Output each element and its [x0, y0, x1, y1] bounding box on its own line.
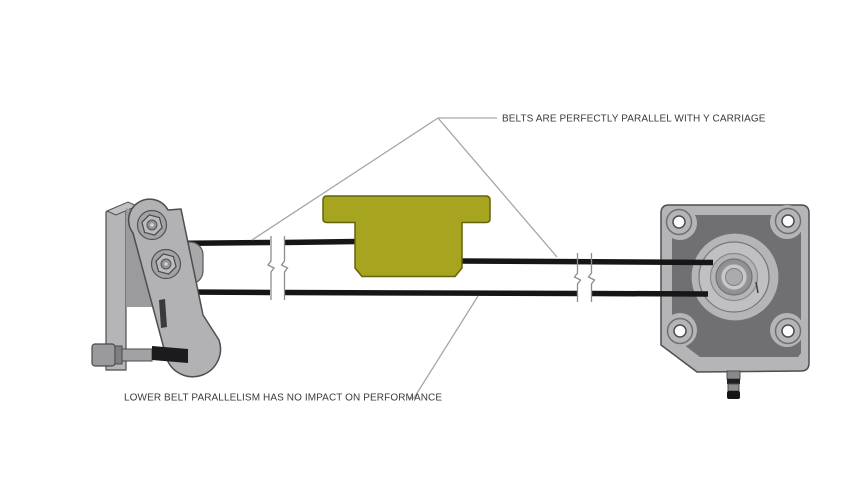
corner-screw-hole-bottom-left: [666, 317, 694, 345]
top-belt-right-segment: [458, 258, 714, 266]
annotation-top: BELTS ARE PERFECTLY PARALLEL WITH Y CARR…: [502, 114, 766, 125]
y-carriage: [322, 195, 491, 278]
annotation-bottom: LOWER BELT PARALLELISM HAS NO IMPACT ON …: [124, 393, 442, 404]
bottom-belt: [181, 289, 709, 297]
arm-slot: [159, 299, 167, 328]
leader-top: [251, 117, 558, 258]
corner-screw-hole-top-left: [665, 208, 693, 236]
idler-bracket: [91, 198, 222, 378]
corner-screw-hole-top-right: [774, 207, 802, 235]
leader-lines: [251, 117, 558, 399]
leader-bottom: [408, 295, 479, 399]
tensioner-arm: [127, 198, 222, 378]
pulley-set-screw-mark: [755, 281, 759, 294]
belt-break-marks-right: [573, 253, 596, 302]
hex-bolt-upper: [136, 209, 168, 241]
corner-screw-hole-bottom-right: [774, 317, 802, 345]
motor-pulley: [709, 252, 759, 302]
hex-bolt-lower: [150, 248, 182, 280]
tension-bolt: [91, 343, 188, 367]
motor-shaft: [726, 370, 741, 399]
motor-assembly: [660, 204, 810, 399]
belt-break-marks-left: [267, 236, 289, 300]
